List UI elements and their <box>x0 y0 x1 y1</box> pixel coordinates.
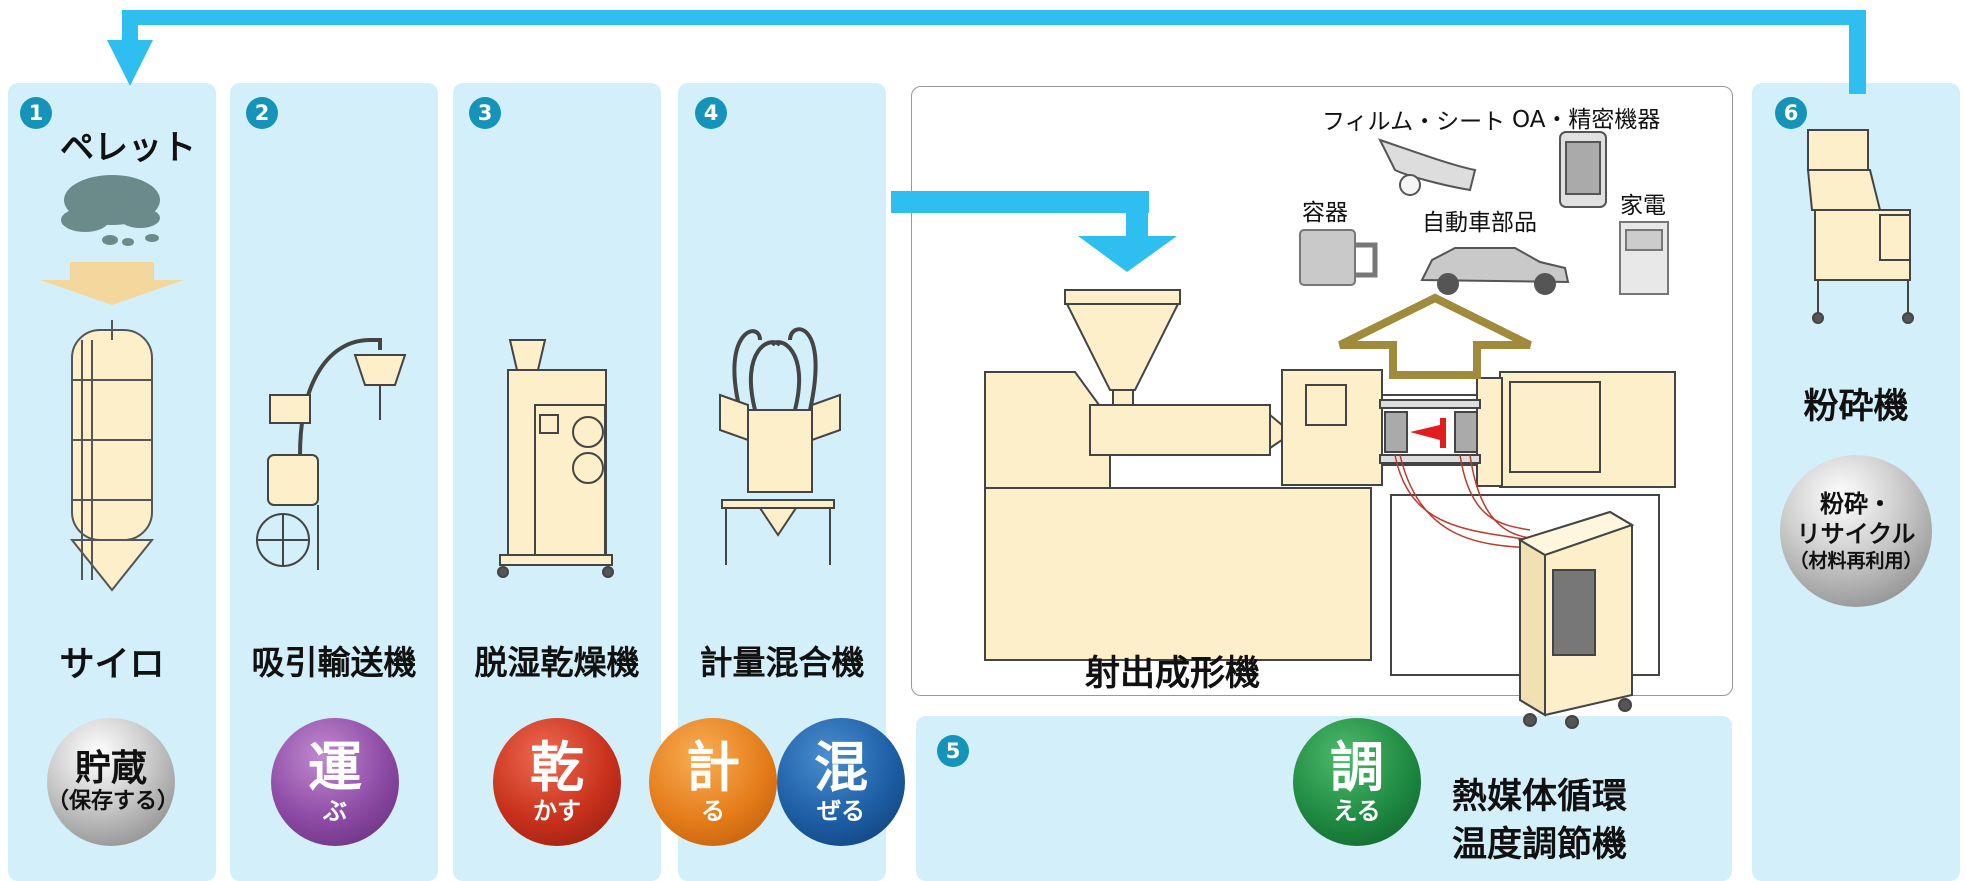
vacuum-loader-icon <box>256 338 407 570</box>
temp-controller-label-line2: 温度調節機 <box>1452 825 1628 865</box>
action-recycle-line3: （材料再利用） <box>1789 550 1923 572</box>
down-arrow <box>40 280 184 305</box>
product-home-appliance: 家電 <box>1620 193 1666 219</box>
step-number-5: 5 <box>937 735 969 767</box>
temp-controller-label-line1: 熱媒体循環 <box>1452 777 1628 817</box>
action-adjust-main: 調 <box>1330 736 1384 799</box>
product-container: 容器 <box>1302 200 1348 226</box>
dehumidifying-dryer-icon <box>497 339 614 578</box>
action-circle-carry: 運 ぶ <box>271 718 399 846</box>
action-mix-sub: ぜる <box>817 797 865 825</box>
pellet-icon <box>61 175 160 246</box>
phone-icon <box>1559 131 1607 208</box>
granulator-icon <box>1806 129 1914 324</box>
action-circle-measure: 計 る <box>649 718 777 846</box>
action-circle-recycle: 粉砕・ リサイクル （材料再利用） <box>1780 455 1932 607</box>
action-measure-main: 計 <box>686 736 740 799</box>
action-mix-main: 混 <box>814 736 868 799</box>
product-film-sheet: フィルム・シート <box>1322 109 1506 135</box>
step-number-1: 1 <box>20 97 52 129</box>
action-recycle-line2: リサイクル <box>1796 520 1916 548</box>
action-dry-main: 乾 <box>530 736 584 799</box>
action-carry-sub: ぶ <box>323 797 347 825</box>
step-number-4: 4 <box>695 97 727 129</box>
up-arrow <box>1338 293 1532 379</box>
action-adjust-sub: える <box>1333 797 1381 825</box>
blender-label: 計量混合機 <box>699 643 865 682</box>
product-auto-parts: 自動車部品 <box>1422 210 1537 236</box>
action-circle-adjust: 調 える <box>1293 718 1421 846</box>
step-number-3: 3 <box>469 97 501 129</box>
recycle-arrow <box>107 10 1866 94</box>
action-store-main: 貯蔵 <box>74 748 147 789</box>
action-measure-sub: る <box>701 797 725 825</box>
step-number-2: 2 <box>246 97 278 129</box>
cup-icon <box>1299 229 1378 286</box>
temperature-controller-icon <box>1517 510 1635 729</box>
washing-machine-icon <box>1619 221 1669 295</box>
product-oa-precision: OA・精密機器 <box>1512 107 1661 133</box>
action-circle-store: 貯蔵 （保存する） <box>47 718 180 846</box>
dryer-label: 脱湿乾燥機 <box>474 643 640 682</box>
granulator-label: 粉砕機 <box>1803 387 1909 427</box>
action-recycle-line1: 粉砕・ <box>1820 490 1892 518</box>
blender-icon <box>719 327 841 565</box>
step-number-6: 6 <box>1775 97 1807 129</box>
vacuum-loader-label: 吸引輸送機 <box>251 643 417 682</box>
action-circle-mix: 混 ぜる <box>777 718 905 846</box>
silo-icon <box>69 320 155 592</box>
action-dry-sub: かす <box>533 797 581 825</box>
action-store-sub: （保存する） <box>47 789 180 814</box>
silo-label: サイロ <box>59 645 165 685</box>
feed-arrow <box>891 191 1177 272</box>
action-circle-dry: 乾 かす <box>493 718 621 846</box>
action-carry-main: 運 <box>308 736 362 799</box>
film-sheet-icon <box>1378 138 1477 196</box>
molding-machine-label: 射出成形機 <box>1085 654 1261 694</box>
pellet-label: ペレット <box>60 128 196 168</box>
car-icon <box>1420 247 1570 295</box>
